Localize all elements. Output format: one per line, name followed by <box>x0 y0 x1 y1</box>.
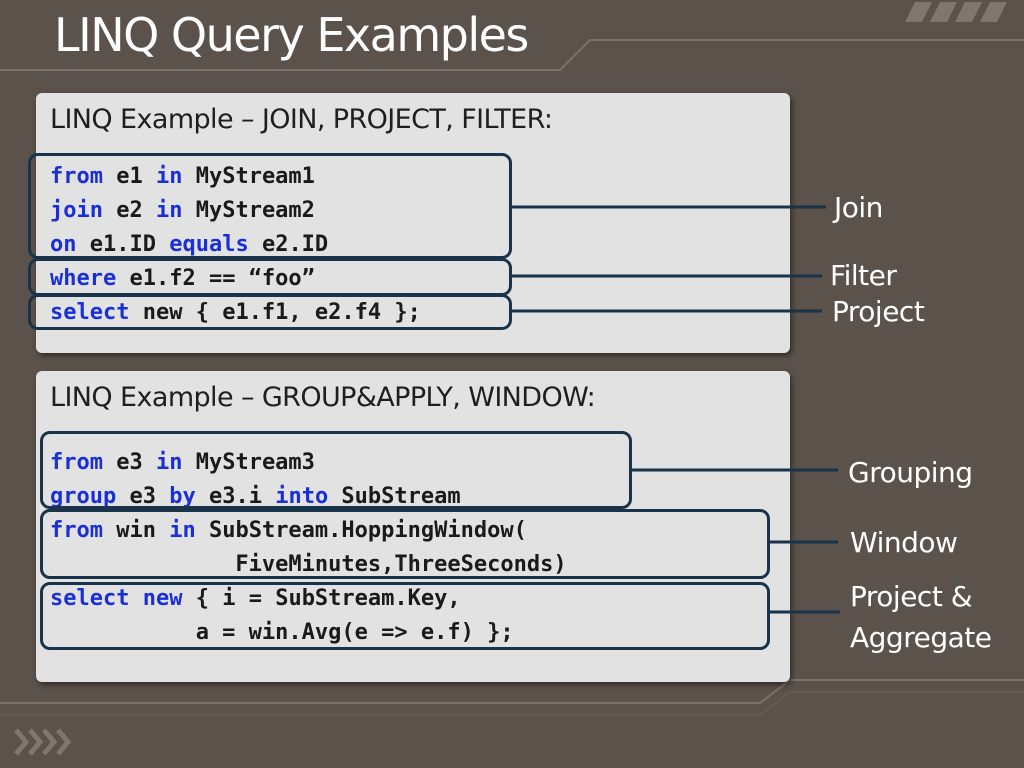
code-line: from win in SubStream.HoppingWindow( <box>50 514 567 548</box>
code-text: MyStream1 <box>182 164 315 189</box>
label-project-aggregate-line1: Project & <box>850 580 973 613</box>
slide-title: LINQ Query Examples <box>54 8 529 62</box>
code-text: e3 <box>116 484 170 509</box>
code-keyword: from <box>50 518 103 543</box>
label-window: Window <box>850 526 958 559</box>
code-text: MyStream3 <box>182 450 315 475</box>
code-text: SubStream.HoppingWindow( <box>195 518 527 543</box>
code-line: on e1.ID equals e2.ID <box>50 228 421 262</box>
code-text: FiveMinutes,ThreeSeconds) <box>50 552 567 577</box>
code-line: select new { e1.f1, e2.f4 }; <box>50 296 421 330</box>
label-filter: Filter <box>830 259 897 292</box>
label-join: Join <box>834 191 883 224</box>
code-keyword: on <box>50 232 77 257</box>
join-highlight-box <box>28 153 512 259</box>
code-keyword: group <box>50 484 117 509</box>
label-project-aggregate-line2: Aggregate <box>850 621 992 654</box>
code-line: from e1 in MyStream1 <box>50 160 421 194</box>
code-line: where e1.f2 == “foo” <box>50 262 421 296</box>
code-line: from e3 in MyStream3 <box>50 446 567 480</box>
code-keyword: in <box>155 198 183 223</box>
code-text: e1.ID <box>76 232 170 257</box>
code-keyword: from <box>50 450 103 475</box>
code-text: new { e1.f1, e2.f4 }; <box>129 300 421 325</box>
grouping-highlight-box <box>40 431 632 509</box>
code-text: MyStream2 <box>182 198 315 223</box>
code-text: e3.i <box>195 484 276 509</box>
code-keyword: join <box>50 198 103 223</box>
panel2-title: LINQ Example – GROUP&APPLY, WINDOW: <box>50 382 596 413</box>
code-keyword: by <box>169 484 196 509</box>
code-text: SubStream <box>328 484 461 509</box>
code-line: FiveMinutes,ThreeSeconds) <box>50 548 567 582</box>
project-aggregate-highlight-box <box>40 582 770 650</box>
label-project: Project <box>832 295 925 328</box>
code-text: e1 <box>102 164 156 189</box>
code-line: join e2 in MyStream2 <box>50 194 421 228</box>
code-keyword: where <box>50 266 117 291</box>
label-grouping: Grouping <box>848 456 973 489</box>
corner-stripes-decoration <box>905 2 1007 22</box>
panel1-title: LINQ Example – JOIN, PROJECT, FILTER: <box>50 104 553 135</box>
code-keyword: into <box>275 484 329 509</box>
code-text: { i = SubStream.Key, <box>182 586 461 611</box>
code-text: win <box>102 518 170 543</box>
code-text: e2.ID <box>248 232 329 257</box>
code-keyword: new <box>142 586 183 611</box>
code-keyword: in <box>155 164 183 189</box>
code-keyword: in <box>155 450 183 475</box>
code-text: a = win.Avg(e => e.f) }; <box>50 620 514 645</box>
code-text: e3 <box>102 450 156 475</box>
chevrons-decoration <box>14 728 72 756</box>
code-line: select new { i = SubStream.Key, <box>50 582 567 616</box>
code-keyword: in <box>169 518 196 543</box>
code-keyword: select <box>50 300 130 325</box>
panel-group-apply-window <box>36 371 790 682</box>
code-text: e1.f2 == “foo” <box>116 266 315 291</box>
code-line: a = win.Avg(e => e.f) }; <box>50 616 567 650</box>
window-highlight-box <box>40 509 770 579</box>
code-keyword: from <box>50 164 103 189</box>
code-text: e2 <box>102 198 156 223</box>
code-keyword: equals <box>169 232 249 257</box>
project-highlight-box <box>28 294 512 330</box>
code-keyword: select <box>50 586 130 611</box>
filter-highlight-box <box>28 258 512 296</box>
code-line: group e3 by e3.i into SubStream <box>50 480 567 514</box>
